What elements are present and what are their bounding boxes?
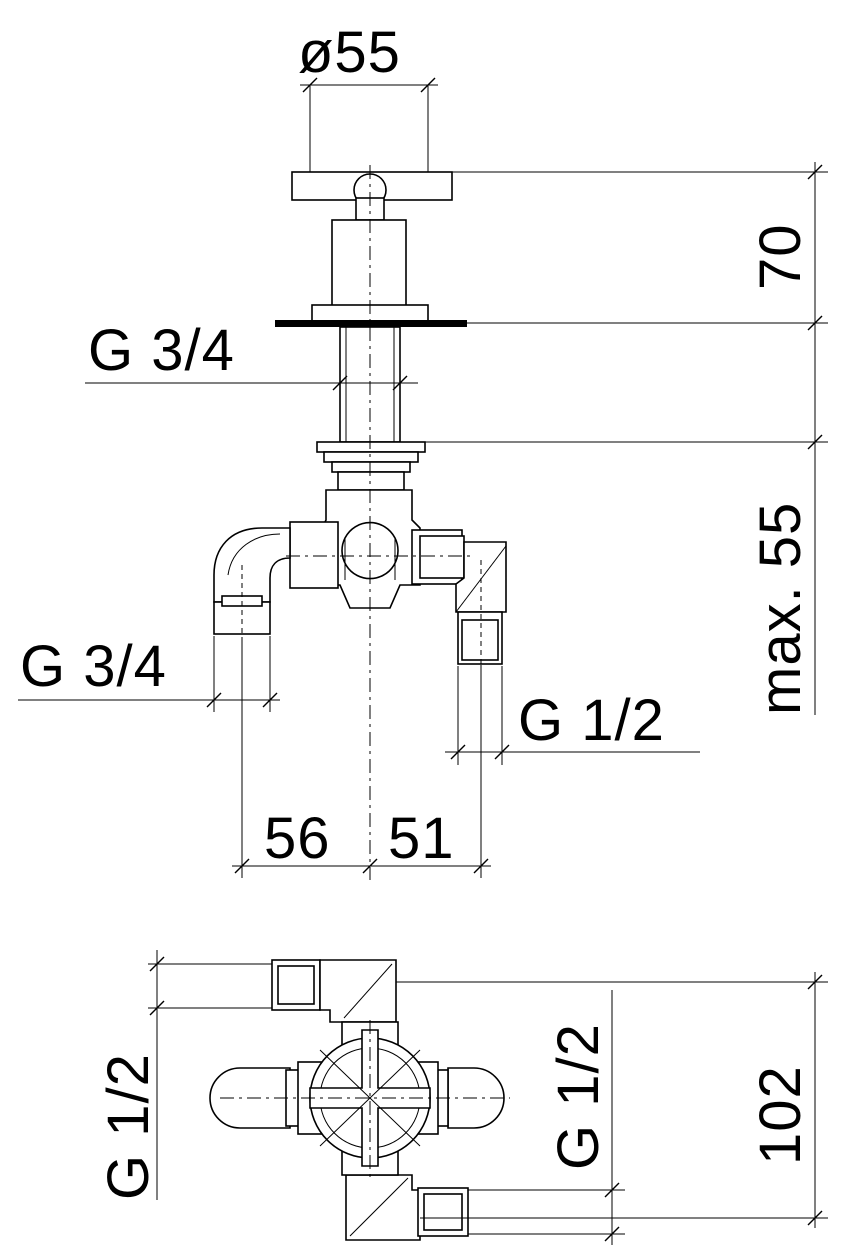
thread-top-dimension: G 3/4 <box>85 318 418 391</box>
plan-thread-left-dimension: G 1/2 <box>96 950 272 1200</box>
height-dimension-chain: 70 max. 55 <box>425 162 828 715</box>
height-handle-label: 70 <box>748 223 813 290</box>
offset-dimension: 56 51 <box>232 640 491 878</box>
plan-width-dimension: 102 <box>396 972 828 1228</box>
plan-thread-right-dimension: G 1/2 <box>468 990 625 1245</box>
offset-left-label: 56 <box>264 806 331 871</box>
cross-handle <box>291 171 453 322</box>
thread-left-label: G 3/4 <box>20 634 167 699</box>
offset-right-label: 51 <box>388 806 455 871</box>
left-outlet <box>213 527 291 635</box>
plan-top-outlet <box>271 959 397 1023</box>
diameter-dimension: ø55 <box>298 20 438 172</box>
shaft <box>316 326 426 473</box>
plan-thread-right-label: G 1/2 <box>546 1023 611 1170</box>
thread-right-dimension: G 1/2 <box>445 666 700 765</box>
valve-body <box>289 471 465 609</box>
plan-thread-left-label: G 1/2 <box>96 1053 161 1200</box>
diameter-label: ø55 <box>298 20 401 85</box>
right-outlet <box>455 541 507 665</box>
wall-plate <box>275 320 467 327</box>
front-view: ø55 <box>18 20 828 880</box>
thread-left-dimension: G 3/4 <box>18 634 280 712</box>
plan-width-label: 102 <box>748 1065 813 1165</box>
thread-right-label: G 1/2 <box>518 688 665 753</box>
height-max-label: max. 55 <box>748 502 813 715</box>
plan-bottom-outlet <box>345 1174 469 1241</box>
thread-top-label: G 3/4 <box>88 318 235 383</box>
plan-view: G 1/2 G 1/2 102 <box>96 950 828 1245</box>
